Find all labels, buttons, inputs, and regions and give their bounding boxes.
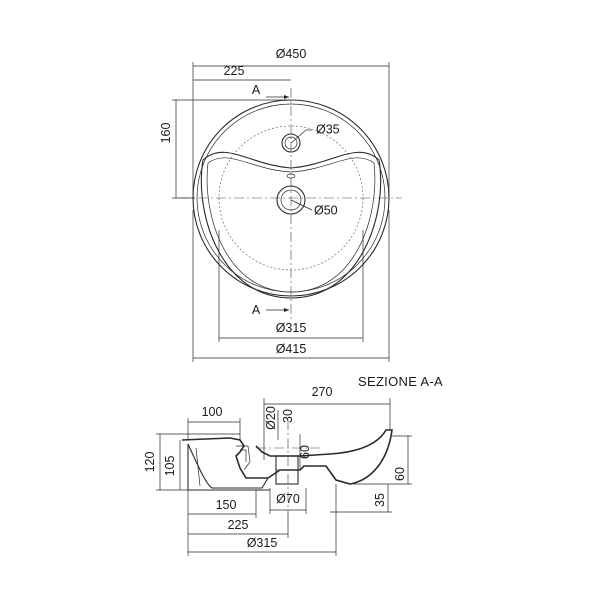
drain-hole <box>276 185 306 215</box>
overflow-channel <box>236 445 251 471</box>
rim-diameter-label: Ø415 <box>276 342 307 356</box>
drain-diameter-label: Ø50 <box>314 203 338 217</box>
drain-hole-inner <box>280 189 302 211</box>
section-marker-bottom: A <box>252 303 261 317</box>
dim-225-section-label: 225 <box>228 518 249 532</box>
overflow-mark <box>286 173 296 179</box>
section-arrow-bottom-head <box>284 308 289 312</box>
dim-60-right-label: 60 <box>393 467 407 481</box>
overall-diameter-label: Ø450 <box>276 47 307 61</box>
drain-d70-label: Ø70 <box>276 492 300 506</box>
section-marker-top: A <box>252 83 261 97</box>
base-d315-label: Ø315 <box>247 536 278 550</box>
offset-225-label: 225 <box>224 64 245 78</box>
dim-60-inner-label: 60 <box>298 445 312 459</box>
height-105-label: 105 <box>163 456 177 477</box>
section-arrow-top-head <box>284 95 289 99</box>
dim-30-label: 30 <box>281 409 295 423</box>
plan-view: Ø35 Ø50 Ø450 225 A 160 A Ø315 <box>159 47 402 362</box>
tap-hole-diameter-label: Ø35 <box>316 122 340 136</box>
basin-foot-line <box>195 447 201 487</box>
dim-100-label: 100 <box>202 405 223 419</box>
basin-foot <box>187 444 270 491</box>
dim-d20-label: Ø20 <box>264 406 278 430</box>
width-270-label: 270 <box>312 385 333 399</box>
basin-section-inner <box>187 443 269 489</box>
basin-section-outline <box>181 429 393 485</box>
drain-leader <box>290 199 313 211</box>
dim-35-label: 35 <box>373 493 387 507</box>
section-title: SEZIONE A-A <box>358 374 443 389</box>
basin-diameter-label: Ø315 <box>276 321 307 335</box>
tap-hole-leader <box>290 129 307 144</box>
overflow-channel-inner <box>240 449 247 462</box>
section-view: SEZIONE A-A 270 100 Ø20 30 60 <box>143 374 443 556</box>
basin-bowl-outline <box>200 151 382 299</box>
height-120-label: 120 <box>143 452 157 473</box>
tap-hole-inner <box>284 136 298 150</box>
tap-hole <box>281 133 301 153</box>
dim-150-label: 150 <box>216 498 237 512</box>
depth-160-label: 160 <box>159 123 173 144</box>
basin-bowl-inner <box>206 157 376 293</box>
